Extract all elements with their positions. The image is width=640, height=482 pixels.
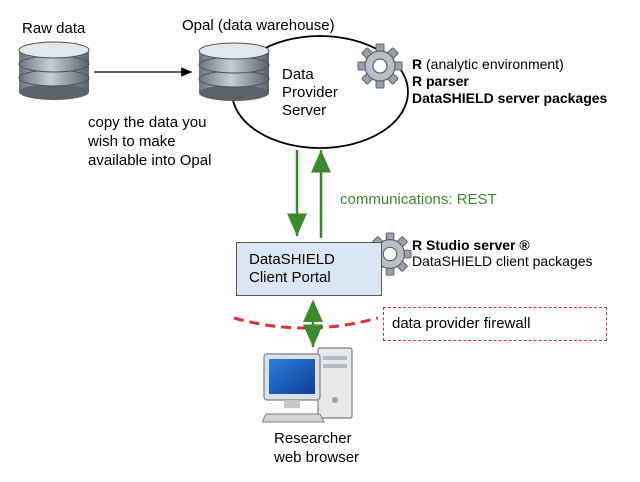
raw-data-label: Raw data: [22, 20, 86, 37]
r-description: (analytic environment): [422, 56, 564, 72]
opal-label: Opal (data warehouse): [182, 17, 335, 34]
researcher-label-line-1: Researcher: [274, 430, 352, 447]
copy-note-line-3: available into Opal: [88, 152, 212, 169]
client-software-packages: DataSHIELD client packages: [412, 253, 593, 269]
database-icon: [198, 42, 270, 101]
portal-label-line-1: DataSHIELD: [249, 251, 335, 268]
firewall-label: data provider firewall: [392, 315, 531, 332]
copy-note-line-2: wish to make: [88, 133, 176, 150]
firewall-box: data provider firewall: [383, 307, 607, 341]
gear-icon: [357, 43, 403, 89]
database-icon: [18, 41, 90, 100]
communications-label: communications: REST: [340, 191, 497, 208]
r-bold: R: [412, 56, 423, 72]
server-label-line-3: Server: [282, 102, 327, 119]
server-label-line-2: Provider: [282, 84, 338, 101]
portal-label-line-2: Client Portal: [249, 269, 331, 286]
server-label-line-1: Data: [282, 66, 314, 83]
researcher-label-line-2: web browser: [274, 449, 360, 466]
client-portal-box: DataSHIELD Client Portal: [236, 242, 382, 296]
server-software-packages: DataSHIELD server packages: [412, 90, 608, 106]
server-software-r-parser: R parser: [412, 73, 469, 89]
client-software-rstudio: R Studio server ®: [412, 237, 530, 253]
server-software-r: R (analytic environment): [412, 56, 564, 73]
computer-icon: [262, 347, 353, 423]
copy-note-line-1: copy the data you: [88, 114, 207, 131]
firewall-line: [233, 316, 379, 330]
